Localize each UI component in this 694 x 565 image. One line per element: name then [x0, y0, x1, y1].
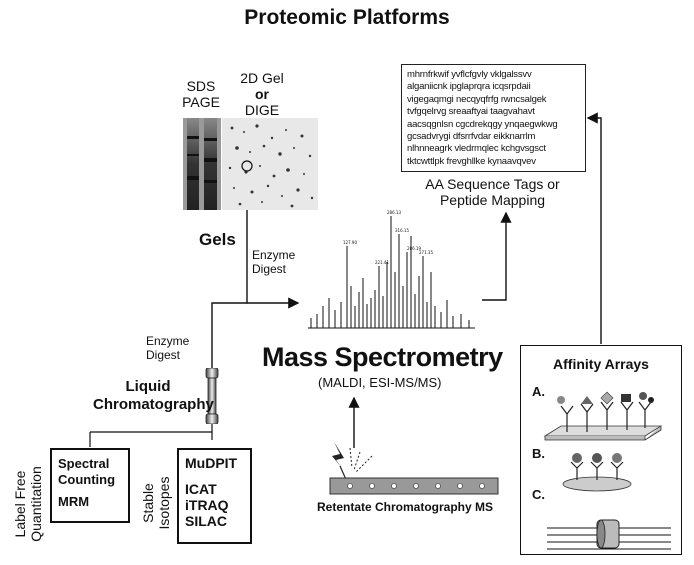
lc-column-icon: [205, 368, 219, 424]
affinity-label-b: B.: [532, 446, 545, 461]
mass-spectrum-image: 127.90 286.13 316.15 286.19 271.35 221.41: [308, 210, 475, 329]
ms-to-sequence-arrow: [482, 211, 512, 301]
2d-gel-image: [222, 118, 318, 210]
svg-text:221.41: 221.41: [375, 260, 389, 265]
sequence-line: vigegaqmgi necqyqfrfg rwncsalgek: [407, 93, 547, 105]
enzyme-digest-top: Enzyme Digest: [252, 248, 296, 276]
sequence-caption: AA Sequence Tags or Peptide Mapping: [425, 176, 560, 208]
sds-page-gel-image: [183, 118, 221, 210]
stable-isotopes-box: MuDPIT ICAT iTRAQ SILAC: [177, 448, 252, 544]
enzyme-digest-lc: Enzyme Digest: [146, 334, 190, 362]
sds-page-label: SDS PAGE: [182, 78, 220, 110]
sequence-line: mhrnfrkwif yvflcfgvly vklgalssvv: [407, 69, 532, 80]
affinity-arrays-title: Affinity Arrays: [553, 356, 649, 372]
svg-text:316.15: 316.15: [395, 228, 409, 233]
retentate-label: Retentate Chromatography MS: [316, 500, 494, 514]
label-free-quantitation-label: Label Free Quantitation: [12, 466, 44, 542]
lc-label: Liquid Chromatography: [93, 378, 214, 413]
sequence-line: gcsadvrygi dfsrrfvdar eikknarrlm: [407, 131, 536, 143]
affinity-to-sequence-arrow: [586, 112, 602, 344]
retentate-chip-image: [329, 442, 499, 495]
sequence-line: tktcwttlpk frevghllke kynaavqvev: [407, 155, 536, 167]
mass-spectrometry-title: Mass Spectrometry: [262, 342, 503, 372]
svg-text:286.13: 286.13: [387, 210, 401, 215]
svg-text:286.19: 286.19: [407, 246, 421, 251]
affinity-label-a: A.: [532, 384, 545, 399]
sequence-line: aacsqgnlsn cgcdrekqgy ynqaegwkwg: [407, 118, 558, 130]
lc-branch-lines: [89, 423, 213, 447]
sequence-line: nlhnneagrk vledrmqlec kchgvsgsct: [407, 143, 546, 155]
affinity-illustration: [543, 391, 671, 550]
svg-text:271.35: 271.35: [419, 250, 433, 255]
sequence-box: mhrnfrkwif yvflcfgvly vklgalssvv alganii…: [401, 64, 586, 172]
label-free-box: Spectral Counting MRM: [50, 448, 130, 523]
page-title: Proteomic Platforms: [244, 6, 450, 29]
sequence-line: tvfgqelrvg sreaaftyai taagvahavt: [407, 106, 535, 118]
affinity-arrays-box: Affinity Arrays A. B. C.: [520, 345, 682, 555]
mass-spectrometry-subtitle: (MALDI, ESI-MS/MS): [318, 375, 442, 390]
gels-label: Gels: [199, 230, 236, 249]
stable-isotopes-label: Stable Isotopes: [140, 476, 172, 530]
svg-text:127.90: 127.90: [343, 240, 357, 245]
affinity-label-c: C.: [532, 487, 545, 502]
gel-2d-label: 2D Gel or DIGE: [240, 70, 284, 118]
sequence-line: alganiicnk ipglaprqra icqsrpdaii: [407, 81, 531, 93]
lc-to-ms-arrow: [211, 302, 247, 368]
